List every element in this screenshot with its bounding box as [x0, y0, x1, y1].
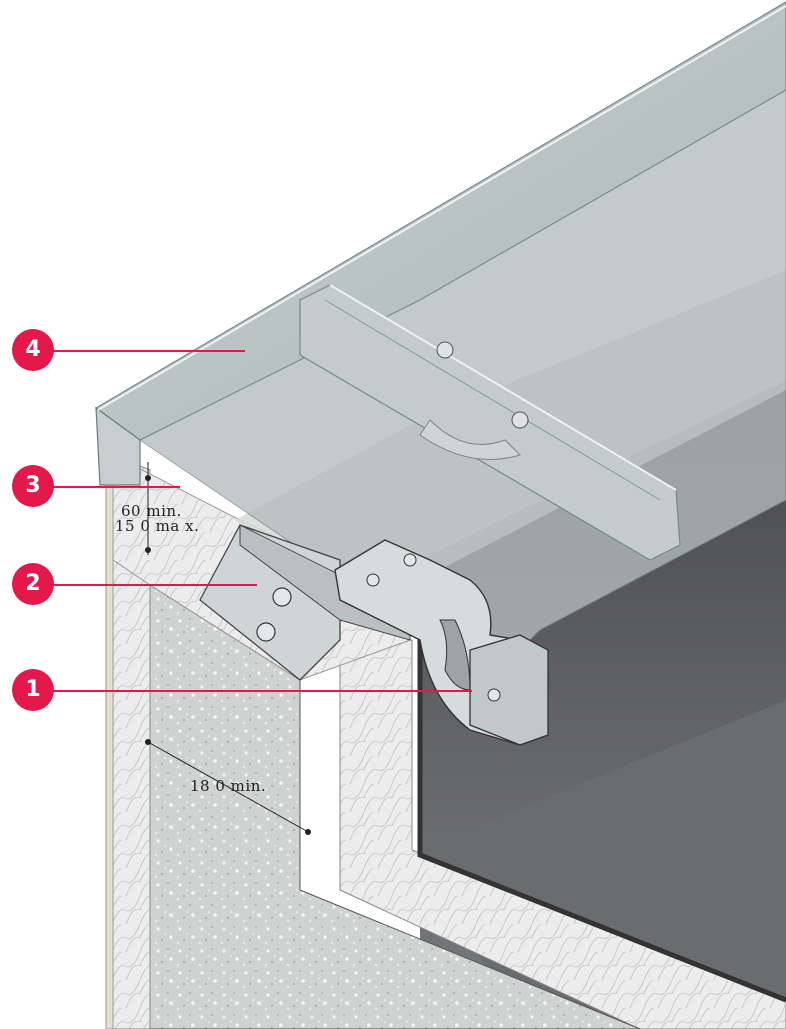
dimension-line-180 [147, 741, 311, 834]
leader-1 [52, 690, 472, 692]
render-layer [105, 454, 114, 1029]
dimension-tick [145, 547, 151, 553]
dimension-label-180-min: 18 0 min. [190, 777, 267, 795]
coping-edge-highlight [97, 5, 786, 411]
dimension-tick [145, 475, 151, 481]
screw-icon [511, 411, 529, 429]
dimension-label-60-min: 60 min. [121, 502, 182, 520]
callout-2: 2 [12, 563, 54, 605]
dimension-label-150-max: 15 0 ma x. [115, 517, 200, 535]
bracket-hole [439, 619, 471, 691]
screw-icon [436, 341, 454, 359]
leader-3 [52, 486, 180, 488]
callout-3: 3 [12, 465, 54, 507]
bolt-icon [403, 553, 417, 567]
callout-4: 4 [12, 329, 54, 371]
inner-insulation [339, 639, 786, 1029]
callout-1: 1 [12, 669, 54, 711]
joint-rib [329, 284, 677, 491]
dimension-tick [305, 829, 311, 835]
dimension-tick [145, 739, 151, 745]
joint-rib-2 [324, 299, 661, 501]
bolt-icon [366, 573, 380, 587]
bolt-icon [487, 688, 501, 702]
leader-4 [52, 350, 245, 352]
bolt-icon [272, 587, 292, 607]
leader-2 [52, 584, 257, 586]
bolt-icon [256, 622, 276, 642]
bracket-clip [469, 634, 549, 746]
support-pad [419, 419, 521, 460]
coping-front-lip [95, 406, 141, 486]
